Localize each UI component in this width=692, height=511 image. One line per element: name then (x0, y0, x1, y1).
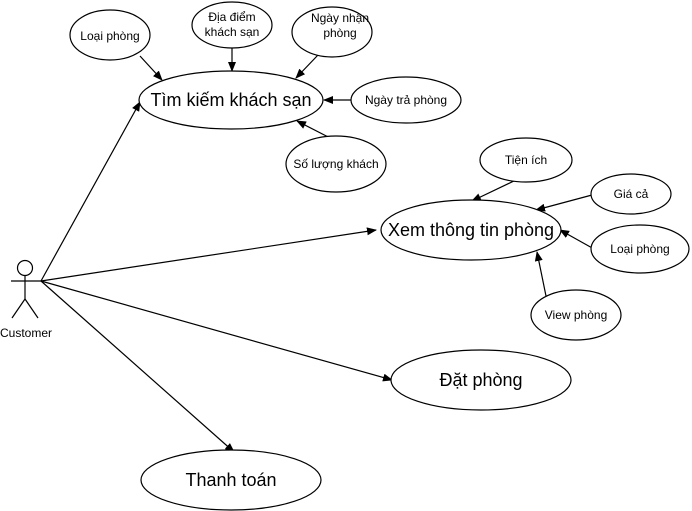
use-case-book-room-label: Đặt phòng (439, 370, 522, 390)
edge-customer-to-payment (40, 280, 235, 453)
attr-hotel-location-line1: Địa điểm (208, 10, 255, 24)
attr-price-label: Giá cả (614, 187, 649, 201)
edge-room-view-to-view-room (534, 251, 547, 297)
attr-checkout-date[interactable]: Ngày trả phòng (350, 76, 462, 124)
edge-customer-to-booking (40, 280, 393, 382)
attr-checkin-date-line1: Ngày nhận (311, 11, 369, 25)
attr-room-type-search[interactable]: Loại phòng (69, 9, 151, 61)
attr-room-type-view[interactable]: Loại phòng (590, 224, 690, 274)
edge-amenities-to-view-room (471, 179, 517, 202)
edge-room-type-to-view-room (559, 229, 595, 250)
attr-hotel-location-line2: khách sạn (205, 25, 260, 39)
edge-checkin-to-search (295, 54, 319, 79)
attr-amenities-label: Tiện ích (505, 153, 547, 167)
attr-hotel-location[interactable]: Địa điểm khách sạn (191, 1, 273, 49)
attr-room-type-view-label: Loại phòng (610, 242, 669, 256)
use-case-view-room-info[interactable]: Xem thông tin phòng (380, 199, 562, 261)
edge-price-to-view-room (535, 194, 593, 212)
actor-customer: Customer (0, 259, 52, 340)
edge-room-type-to-search (139, 55, 163, 81)
edges (40, 47, 595, 453)
actor-right-leg (24, 298, 39, 319)
attr-room-view[interactable]: View phòng (530, 289, 622, 341)
attr-room-view-label: View phòng (545, 308, 608, 322)
attr-checkout-date-label: Ngày trả phòng (365, 93, 447, 107)
attr-guest-count-label: Số lượng khách (293, 157, 378, 171)
attr-amenities[interactable]: Tiện ích (479, 137, 573, 183)
use-case-search-hotel[interactable]: Tìm kiếm khách sạn (138, 70, 324, 130)
edge-customer-to-view-room (40, 227, 377, 282)
use-case-book-room[interactable]: Đặt phòng (390, 349, 572, 411)
use-case-payment-label: Thanh toán (185, 470, 276, 490)
actor-label: Customer (0, 326, 52, 340)
attr-guest-count[interactable]: Số lượng khách (285, 135, 387, 193)
use-case-view-room-info-label: Xem thông tin phòng (388, 220, 554, 240)
attr-room-type-search-label: Loại phòng (80, 29, 139, 43)
attr-price[interactable]: Giá cả (590, 173, 672, 215)
attr-checkin-date-line2: phòng (323, 26, 356, 40)
actor-left-leg (11, 298, 26, 319)
use-case-payment[interactable]: Thanh toán (140, 449, 322, 511)
edge-customer-to-search (40, 101, 141, 282)
attr-checkin-date[interactable]: Ngày nhận phòng (291, 6, 373, 58)
actor-head (16, 259, 34, 277)
use-case-search-hotel-label: Tìm kiếm khách sạn (150, 90, 311, 110)
